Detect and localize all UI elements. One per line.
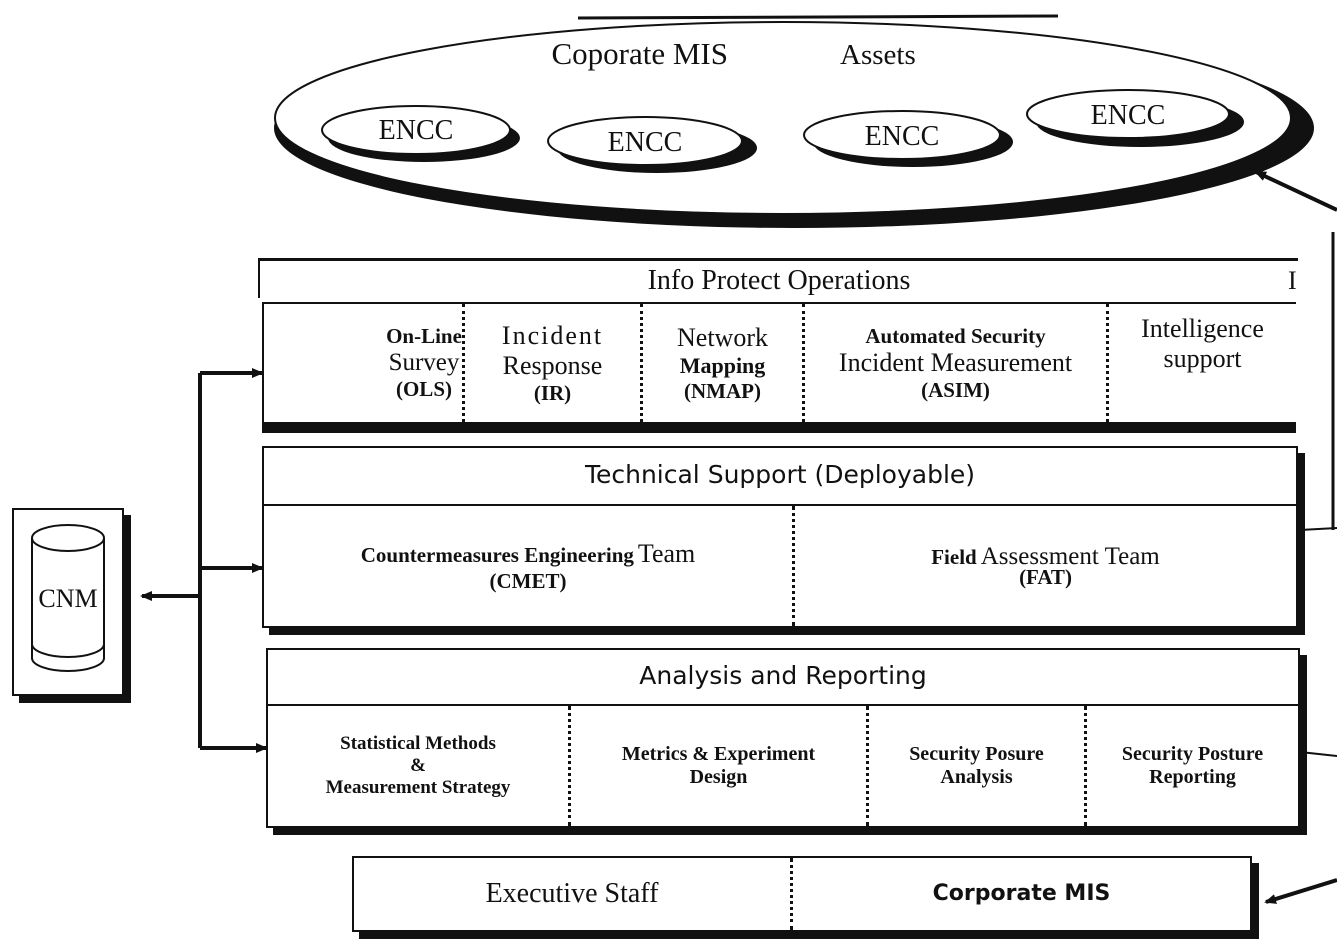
posure-line1: Security Posure (909, 743, 1044, 765)
service-ols-line3: (OLS) (395, 377, 452, 402)
fat-name-bold: Field (931, 544, 977, 569)
info-protect-edge-label: I (1288, 266, 1297, 295)
technical-support-title: Technical Support (Deployable) (584, 460, 976, 489)
function-posture-analysis: Security Posure Analysis (866, 706, 1084, 826)
executive-staff-label: Executive Staff (485, 877, 659, 909)
assets-title-bold: Coporate MIS (551, 36, 728, 71)
database-icon (31, 524, 105, 672)
arrow-to-assets (1254, 170, 1337, 212)
service-ols: On-Line Survey (OLS) (324, 304, 524, 422)
encc-ellipse-1: ENCC (321, 105, 520, 162)
corporate-mis-cell: Corporate MIS (790, 858, 1250, 930)
stat-line3: Measurement Strategy (325, 776, 511, 798)
stat-line2: & (410, 755, 426, 777)
service-ir-line3: (IR) (533, 380, 572, 405)
assets-title-rest: Assets (840, 39, 916, 71)
encc-ellipse-2: ENCC (547, 116, 757, 173)
technical-support-box: Technical Support (Deployable) Counterme… (262, 446, 1298, 628)
cnm-box: CNM (12, 508, 124, 696)
cmet-name-bold: Countermeasures Engineering (360, 542, 634, 567)
service-nmap: Network Mapping (NMAP) (640, 304, 802, 422)
reporting-line2: Reporting (1149, 766, 1236, 788)
cnm-label: CNM (38, 584, 98, 613)
info-protect-title-bar: Info Protect Operations (258, 258, 1298, 298)
cmet-name-rest: Team (637, 538, 696, 568)
technical-support-header: Technical Support (Deployable) (264, 448, 1296, 506)
service-nmap-line1: Network (677, 323, 768, 353)
assets-ellipse: Coporate MIS Assets ENCC ENCC ENCC ENCC (274, 14, 1314, 228)
analysis-reporting-box: Analysis and Reporting Statistical Metho… (266, 648, 1300, 828)
cmet-abbr: (CMET) (489, 568, 567, 593)
service-ols-line2: Survey (388, 348, 460, 376)
corporate-mis-label: Corporate MIS (932, 881, 1111, 907)
team-cmet: Countermeasures Engineering Team (CMET) (264, 506, 792, 626)
encc-ellipse-4: ENCC (1026, 89, 1244, 147)
arrow-to-corporate-mis (1264, 878, 1337, 904)
encc-label: ENCC (379, 115, 454, 146)
stat-line1: Statistical Methods (340, 733, 496, 755)
encc-label: ENCC (865, 121, 940, 152)
executive-corporate-box: Executive Staff Corporate MIS (352, 856, 1252, 932)
service-intelligence: Intelligence support (1106, 304, 1296, 422)
service-asim-line1: Automated Security (865, 323, 1046, 348)
team-fat: Field Assessment Team (FAT) (792, 506, 1296, 626)
function-metrics-design: Metrics & Experiment Design (568, 706, 866, 826)
service-nmap-line3: (NMAP) (684, 378, 761, 403)
metrics-line1: Metrics & Experiment (621, 743, 816, 765)
encc-label: ENCC (608, 127, 683, 158)
reporting-line1: Security Posture (1121, 743, 1264, 765)
service-ir-line1: Incident (501, 321, 604, 351)
service-ir: Incident Response (IR) (462, 304, 640, 422)
analysis-reporting-header: Analysis and Reporting (268, 650, 1298, 706)
analysis-reporting-title: Analysis and Reporting (639, 661, 927, 690)
info-protect-box: On-Line Survey (OLS) Incident Response (… (262, 302, 1296, 424)
right-tick-1 (1299, 527, 1337, 531)
function-statistical-methods: Statistical Methods & Measurement Strate… (268, 706, 568, 826)
metrics-line2: Design (689, 766, 748, 788)
fat-abbr: (FAT) (1019, 565, 1072, 590)
encc-ellipse-3: ENCC (803, 110, 1013, 167)
function-posture-reporting: Security Posture Reporting (1084, 706, 1298, 826)
executive-staff-cell: Executive Staff (354, 858, 790, 930)
right-tick-2 (1299, 751, 1337, 757)
service-asim-line2: Incident Measurement (838, 348, 1073, 378)
service-ir-line2: Response (502, 350, 603, 380)
service-intel-line1: Intelligence (1141, 314, 1264, 343)
info-protect-title: Info Protect Operations (647, 265, 911, 296)
service-ols-line1: On-Line (386, 324, 462, 349)
fat-name-rest: Assessment Team (980, 542, 1160, 570)
service-nmap-line2: Mapping (679, 353, 766, 379)
service-asim: Automated Security Incident Measurement … (802, 304, 1106, 422)
service-intel-line2: support (1163, 343, 1242, 373)
service-asim-line3: (ASIM) (921, 377, 990, 402)
encc-label: ENCC (1091, 100, 1166, 131)
posure-line2: Analysis (940, 766, 1013, 788)
